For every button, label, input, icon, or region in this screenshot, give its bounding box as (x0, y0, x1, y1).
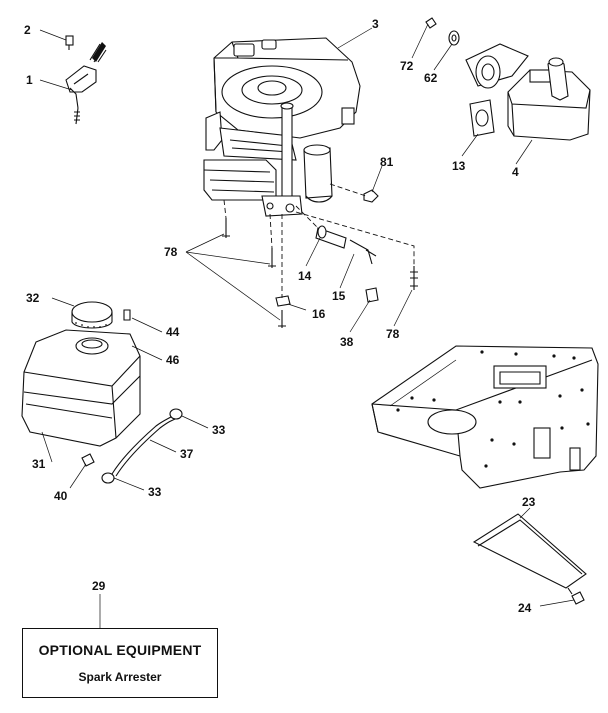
callout-40: 40 (54, 489, 68, 503)
callout-31: 31 (32, 457, 46, 471)
callout-23: 23 (522, 495, 536, 509)
callout-72: 72 (400, 59, 414, 73)
callout-24: 24 (518, 601, 532, 615)
callout-62: 62 (424, 71, 438, 85)
leader-lines (39, 23, 575, 628)
callout-78-left: 78 (164, 245, 178, 259)
callout-14: 14 (298, 269, 312, 283)
heat-shield-assembly (472, 513, 587, 605)
reference-lines (223, 183, 415, 298)
callout-38: 38 (340, 335, 354, 349)
callout-33-lower: 33 (148, 485, 162, 499)
callout-2: 2 (24, 23, 31, 37)
callout-46: 46 (166, 353, 180, 367)
engine-small-parts (222, 189, 418, 328)
optional-equipment-box: OPTIONAL EQUIPMENT Spark Arrester (22, 628, 218, 698)
callout-81: 81 (380, 155, 394, 169)
callout-37: 37 (180, 447, 194, 461)
callout-15: 15 (332, 289, 346, 303)
callout-4: 4 (512, 165, 519, 179)
callout-1: 1 (26, 73, 33, 87)
callout-16: 16 (312, 307, 326, 321)
throttle-control-assembly (65, 35, 107, 125)
callout-29: 29 (92, 579, 106, 593)
callout-33-upper: 33 (212, 423, 226, 437)
optional-equipment-title: OPTIONAL EQUIPMENT (38, 642, 202, 658)
callout-78-right: 78 (386, 327, 400, 341)
callout-labels: 2 1 3 72 62 13 4 81 78 14 15 16 38 78 32… (24, 17, 536, 615)
chassis-frame (371, 345, 599, 489)
callout-44: 44 (166, 325, 180, 339)
callout-32: 32 (26, 291, 40, 305)
fuel-tank-assembly (21, 301, 183, 484)
engine-assembly (203, 37, 361, 217)
muffler-assembly (425, 17, 591, 141)
spark-arrester-label: Spark Arrester (78, 670, 162, 684)
callout-3: 3 (372, 17, 379, 31)
callout-13: 13 (452, 159, 466, 173)
